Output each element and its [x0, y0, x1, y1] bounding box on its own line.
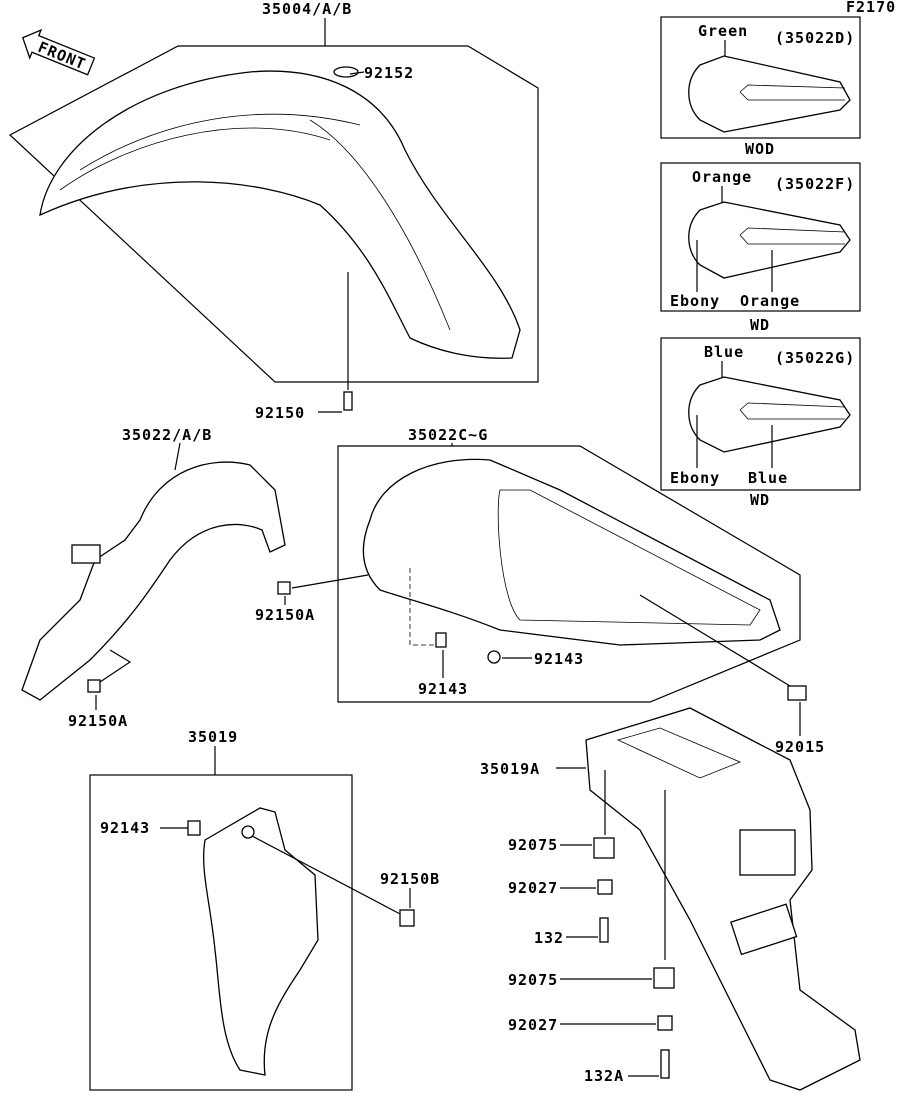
- label-92143-right: 92143: [534, 650, 584, 668]
- variant-code: (35022D): [775, 29, 855, 47]
- label-92075-upper: 92075: [508, 836, 558, 854]
- label-132a: 132A: [584, 1067, 624, 1085]
- variant-lower-left: Ebony: [670, 292, 720, 310]
- front-arrow-icon: FRONT: [21, 28, 96, 76]
- label-92027-lower: 92027: [508, 1016, 558, 1034]
- variant-model: WOD: [745, 140, 775, 158]
- label-132: 132: [534, 929, 564, 947]
- variant-blue: Blue (35022G) Ebony Blue WD: [660, 337, 861, 509]
- front-fender: [39, 70, 521, 359]
- label-35022-a-b: 35022/A/B: [122, 426, 212, 444]
- label-35019: 35019: [188, 728, 238, 746]
- label-35004: 35004/A/B: [262, 0, 352, 18]
- label-92015: 92015: [775, 738, 825, 756]
- figure-code: F2170: [846, 0, 896, 16]
- variant-lower-left: Ebony: [670, 469, 720, 487]
- label-92075-lower: 92075: [508, 971, 558, 989]
- rear-fender-inner-group: 35022/A/B 92150A: [21, 426, 286, 730]
- variant-lower-right: Blue: [748, 469, 788, 487]
- rear-fender-inner: [21, 461, 286, 701]
- label-92143-left: 92143: [418, 680, 468, 698]
- variant-model: WD: [750, 491, 770, 509]
- label-92027-upper: 92027: [508, 879, 558, 897]
- side-cover-group: 35019 92143 92150B: [89, 728, 440, 1091]
- flap-group: 35019A 92075 92027 132 92075 92027 132A: [480, 707, 861, 1091]
- label-35019a: 35019A: [480, 760, 540, 778]
- label-92150b: 92150B: [380, 870, 440, 888]
- label-92150: 92150: [255, 404, 305, 422]
- label-92150a-lower: 92150A: [68, 712, 128, 730]
- front-fender-group: 35004/A/B 92152 92150: [8, 0, 539, 422]
- label-92152: 92152: [364, 64, 414, 82]
- label-35022c-g: 35022C~G: [408, 426, 488, 444]
- variant-lower-right: Orange: [740, 292, 800, 310]
- variant-color: Green: [698, 22, 748, 40]
- label-92150a-upper: 92150A: [255, 606, 315, 624]
- variant-color: Blue: [704, 343, 744, 361]
- variant-code: (35022G): [775, 349, 855, 367]
- variant-model: WD: [750, 316, 770, 334]
- label-92143-side: 92143: [100, 819, 150, 837]
- variant-code: (35022F): [775, 175, 855, 193]
- rear-flap: [585, 707, 861, 1091]
- variant-green: Green (35022D) WOD: [660, 16, 861, 158]
- variant-color: Orange: [692, 168, 752, 186]
- variant-orange: Orange (35022F) Ebony Orange WD: [660, 162, 861, 334]
- rear-fender-group: 35022C~G 92150A 92143 92143 92015: [255, 426, 825, 756]
- front-label: FRONT: [35, 38, 88, 73]
- side-cover: [202, 807, 319, 1076]
- rear-fender: [362, 458, 781, 646]
